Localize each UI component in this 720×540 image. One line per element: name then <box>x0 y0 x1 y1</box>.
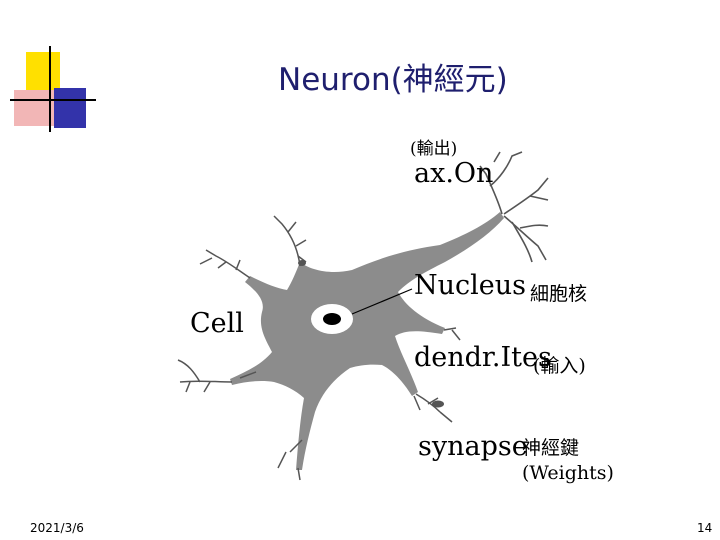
page-number: 14 <box>697 521 712 535</box>
cell-label: Cell <box>190 308 244 339</box>
axon-label: ax.On <box>414 158 493 189</box>
dendrites-note: (輸入) <box>533 351 586 378</box>
synapse-knob <box>432 401 444 408</box>
nucleus-label: Nucleus <box>414 270 526 301</box>
synapse-label: synapse <box>418 431 528 462</box>
synapse-note: 神經鍵 <box>522 433 579 460</box>
synapse-weights-note: (Weights) <box>522 462 614 484</box>
synapse-knob <box>298 260 306 266</box>
nucleus-note: 細胞核 <box>530 279 587 306</box>
axon-note: (輸出) <box>410 134 457 159</box>
nucleus <box>323 313 341 325</box>
dendrites-label: dendr.Ites <box>414 342 552 373</box>
slide-date: 2021/3/6 <box>30 521 84 535</box>
